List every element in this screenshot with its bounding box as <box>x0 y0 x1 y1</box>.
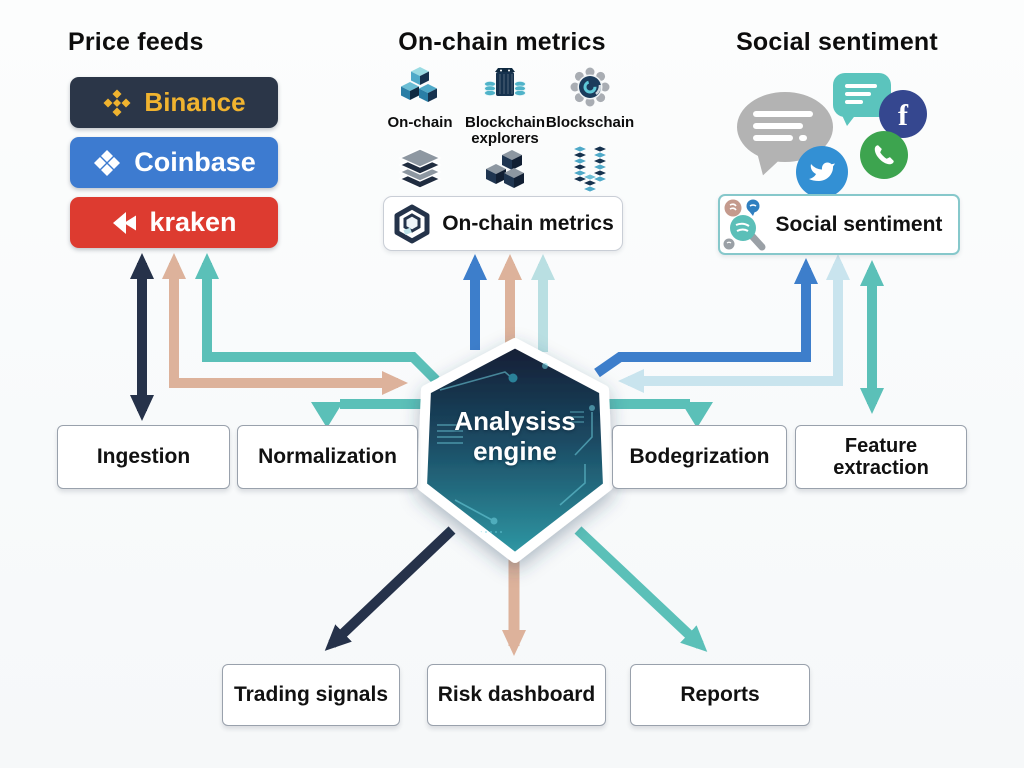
circuit-pattern <box>437 363 595 533</box>
onchain-item-2: Blockchain explorers <box>459 62 551 147</box>
binance-button[interactable]: Binance <box>70 77 278 128</box>
social-box-label: Social sentiment <box>775 212 943 236</box>
hexagon-chain-icon <box>394 204 430 243</box>
kraken-label: kraken <box>149 207 237 237</box>
feature-extraction-label: Feature extraction <box>833 434 929 479</box>
coinbase-button[interactable]: Coinbase <box>70 137 278 188</box>
facebook-letter: f <box>898 99 908 132</box>
social-sentiment-box[interactable]: Social sentiment <box>718 194 960 255</box>
trading-signals-box[interactable]: Trading signals <box>222 664 400 726</box>
arrow-engine-social-blue <box>594 258 818 378</box>
bubble-line <box>845 92 871 96</box>
onchain-item-1: On-chain <box>374 64 466 131</box>
magnifier-sentiment-icon <box>723 199 766 250</box>
ingestion-box[interactable]: Ingestion <box>57 425 230 489</box>
arrowhead-normalization <box>311 402 343 428</box>
analysis-engine-label: Analysiss engine <box>430 406 600 467</box>
cube-stack-icon <box>401 67 437 102</box>
normalization-box[interactable]: Normalization <box>237 425 418 489</box>
onchain-box-label: On-chain metrics <box>442 211 614 235</box>
gear-chain-icon <box>570 67 610 107</box>
bubble-line <box>845 84 877 88</box>
onchain-icon-towers <box>544 144 636 197</box>
kraken-rewind-icon <box>113 211 137 234</box>
kraken-button[interactable]: kraken <box>70 197 278 248</box>
arrow-engine-trading <box>324 526 456 651</box>
facebook-icon: f <box>879 90 927 138</box>
bubble-dot <box>799 135 807 141</box>
bubble-line <box>753 111 813 117</box>
arrow-feeds-engine-tan <box>162 253 408 395</box>
arrow-engine-reports <box>574 526 708 652</box>
binance-label: Binance <box>144 87 246 117</box>
onchain-metrics-box[interactable]: On-chain metrics <box>383 196 623 251</box>
bubble-line <box>845 100 863 104</box>
twitter-icon <box>796 146 848 206</box>
tower-stack-icon <box>571 145 609 193</box>
engine-line2: engine <box>473 435 557 466</box>
onchain-icon-cubes <box>459 148 551 197</box>
onchain-title: On-chain metrics <box>398 28 606 56</box>
arrow-social-engine-pale <box>618 254 850 393</box>
server-coins-icon <box>484 68 526 96</box>
onchain-item-label: Blockschain <box>545 114 635 131</box>
arrowhead-bodegrization <box>681 402 713 428</box>
onchain-item-3: Blockschain <box>544 64 636 131</box>
coinbase-label: Coinbase <box>134 147 256 177</box>
social-title: Social sentiment <box>736 28 938 56</box>
cubes-icon <box>486 150 524 188</box>
bubble-line <box>753 135 793 141</box>
risk-dashboard-box[interactable]: Risk dashboard <box>427 664 606 726</box>
engine-line1: Analysiss <box>454 406 576 436</box>
onchain-icon-layers <box>374 146 466 197</box>
binance-diamond-icon <box>103 89 131 116</box>
reports-box[interactable]: Reports <box>630 664 810 726</box>
bodegrization-box[interactable]: Bodegrization <box>612 425 787 489</box>
arrow-feeds-engine-teal <box>195 253 440 384</box>
onchain-item-label: On-chain <box>387 114 453 131</box>
phone-glyph <box>874 145 894 165</box>
price-feeds-title: Price feeds <box>68 28 204 56</box>
feature-extraction-box[interactable]: Feature extraction <box>795 425 967 489</box>
layer-stack-icon <box>398 148 442 189</box>
analysis-engine-hexagon <box>417 338 613 563</box>
coinbase-diamond-icon <box>94 149 121 176</box>
bubble-line <box>753 123 803 129</box>
onchain-item-label: Blockchain explorers <box>464 114 546 148</box>
whatsapp-icon <box>860 131 908 179</box>
bird-glyph <box>809 162 835 181</box>
bubble-tail <box>841 113 857 126</box>
